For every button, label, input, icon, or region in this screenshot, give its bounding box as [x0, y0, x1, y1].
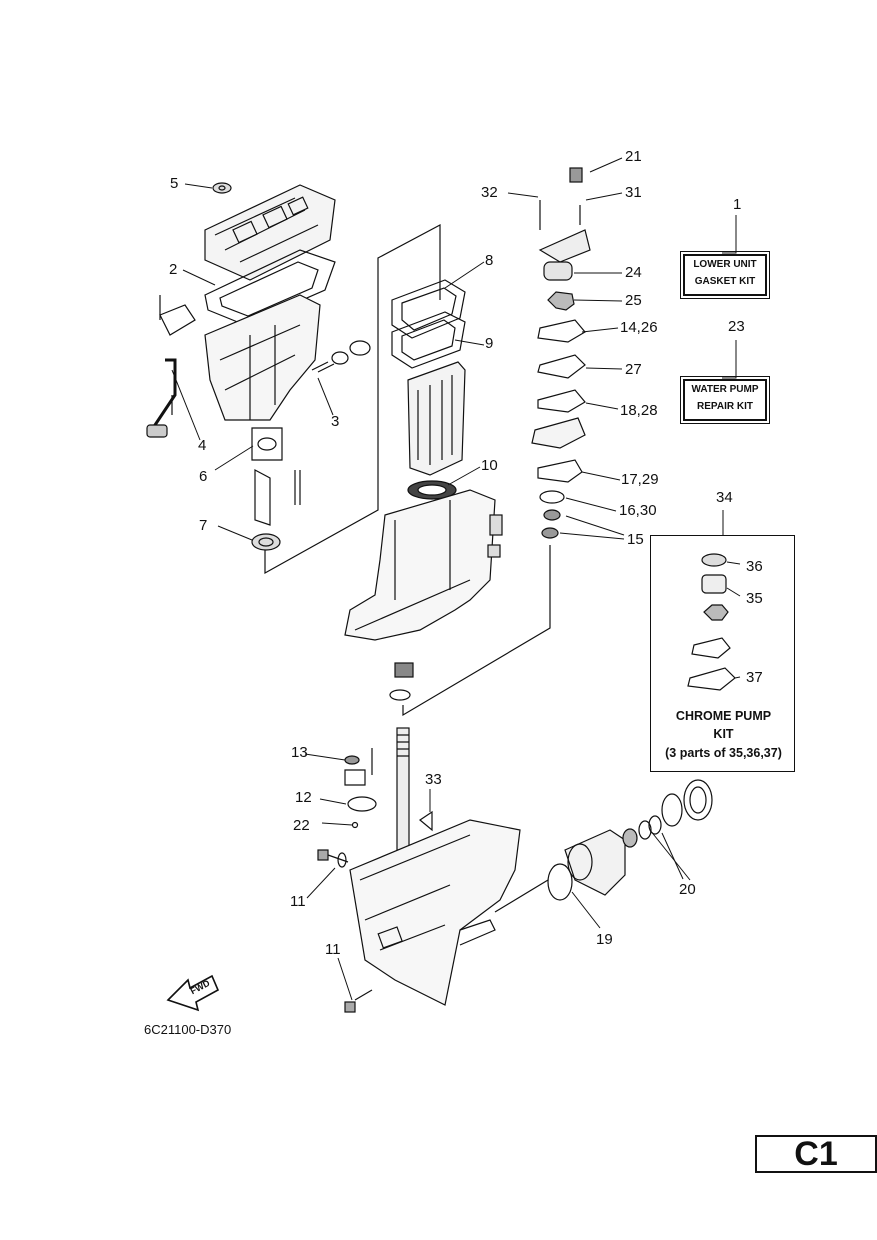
gasket-10: [407, 480, 457, 500]
callout-35: 35: [746, 590, 763, 607]
callout-11a: 11: [290, 893, 306, 910]
upper-casing-part: [204, 184, 336, 281]
callout-22: 22: [293, 817, 310, 834]
callout-23: 23: [728, 318, 745, 335]
gasket-8: [391, 279, 466, 339]
chrome-kit-title-line1: CHROME PUMP: [675, 709, 772, 723]
gasket-2: [204, 249, 336, 326]
leader-lines: [171, 157, 741, 1001]
seals-20: [622, 815, 662, 848]
callout-20: 20: [679, 881, 696, 898]
callout-13: 13: [291, 744, 308, 761]
drive-shaft-housing: [344, 489, 503, 641]
callout-31: 31: [625, 184, 642, 201]
drive-shaft: [396, 727, 410, 851]
exhaust-body: [204, 294, 321, 421]
callout-32: 32: [481, 184, 498, 201]
callout-5: 5: [170, 175, 179, 192]
callout-1: 1: [733, 196, 742, 213]
part-33: [418, 810, 433, 832]
leader-bracket-left: [264, 224, 441, 575]
callout-36: 36: [746, 558, 763, 575]
callout-11b: 11: [325, 941, 341, 958]
grommet-6: [251, 427, 301, 526]
chrome-kit-title-line2: KIT: [713, 727, 734, 741]
callout-10: 10: [481, 457, 498, 474]
chrome-kit-parts: [687, 553, 736, 691]
o-ring-19: [547, 863, 573, 901]
callout-9: 9: [485, 335, 494, 352]
lower-unit-gasket-kit-label: LOWER UNIT GASKET KIT: [680, 251, 770, 299]
exhaust-guide: [407, 361, 466, 476]
callout-4: 4: [198, 437, 207, 454]
drawing-code: 6C21100-D370: [144, 1022, 232, 1037]
seal-7: [251, 533, 281, 551]
callout-27: 27: [625, 361, 642, 378]
leader-prop: [494, 879, 549, 913]
callout-16-30: 16,30: [619, 502, 657, 519]
callout-3: 3: [331, 413, 340, 430]
water-tube-3: [311, 340, 371, 373]
callout-15: 15: [627, 531, 644, 548]
lower-unit-label-line1: LOWER UNIT: [693, 259, 757, 270]
bushing: [389, 662, 414, 701]
bolt-11a: [317, 849, 349, 868]
fwd-arrow: [166, 974, 220, 1012]
callout-25: 25: [625, 292, 642, 309]
page-code: C1: [755, 1135, 877, 1173]
callout-2: 2: [169, 261, 178, 278]
callout-33: 33: [425, 771, 442, 788]
callout-12: 12: [295, 789, 312, 806]
callout-18-28: 18,28: [620, 402, 658, 419]
chrome-kit-title-line3: (3 parts of 35,36,37): [665, 746, 782, 760]
water-pump-parts: [531, 167, 591, 539]
callout-7: 7: [199, 517, 208, 534]
washer-5: [212, 182, 232, 194]
water-pump-label-line2: REPAIR KIT: [697, 401, 753, 412]
lower-unit-label-line2: GASKET KIT: [694, 276, 756, 287]
water-pump-repair-kit-label: WATER PUMP REPAIR KIT: [680, 376, 770, 424]
gasket-9: [391, 311, 466, 369]
leader-shaft: [402, 545, 551, 717]
callout-14-26: 14,26: [620, 319, 658, 336]
bearing: [683, 779, 713, 821]
callout-17-29: 17,29: [621, 471, 659, 488]
circlip: [661, 793, 683, 827]
callout-24: 24: [625, 264, 642, 281]
chrome-pump-kit-box: CHROME PUMP KIT (3 parts of 35,36,37): [650, 535, 795, 772]
o-ring-12: [347, 796, 377, 812]
callout-34: 34: [716, 489, 733, 506]
callout-19: 19: [596, 931, 613, 948]
bolt-11b: [344, 989, 373, 1013]
shift-rod-13: [344, 748, 373, 786]
bracket-4: [146, 295, 196, 438]
o-ring-22: [351, 821, 359, 829]
lower-casing: [349, 819, 521, 1006]
callout-21: 21: [625, 148, 642, 165]
callout-37: 37: [746, 669, 763, 686]
callout-8: 8: [485, 252, 494, 269]
water-pump-label-line1: WATER PUMP: [691, 384, 759, 395]
callout-6: 6: [199, 468, 208, 485]
propeller-shaft-housing: [564, 829, 626, 896]
